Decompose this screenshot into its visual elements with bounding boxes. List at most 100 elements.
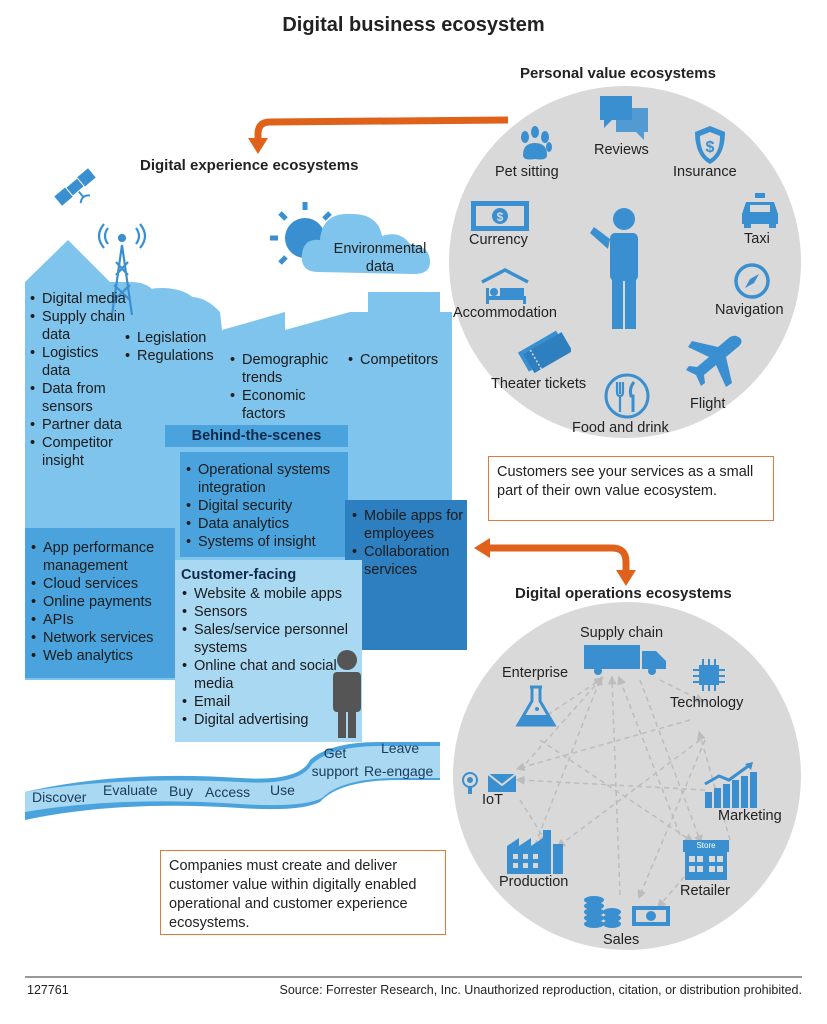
satellite: [54, 168, 96, 206]
list-item: Regulations: [125, 347, 225, 365]
list-item: Demographic trends: [230, 351, 340, 387]
list-item: Sales/service personnel systems: [182, 621, 362, 657]
competitors-list: Competitors: [348, 351, 458, 369]
factory-icon: [507, 830, 563, 874]
list-item: Logistics data: [30, 344, 126, 380]
operations-network-lines: [515, 675, 731, 909]
list-item: Digital security: [186, 497, 346, 515]
navigation-label: Navigation: [715, 302, 784, 318]
store-sign-text: Store: [696, 841, 716, 850]
journey-buy: Buy: [169, 783, 194, 799]
list-item: Network services: [31, 629, 176, 647]
behind-the-scenes-list: Operational systems integration Digital …: [186, 461, 346, 551]
coins-icon: [584, 896, 670, 928]
chip-icon: [693, 659, 725, 691]
external-data-list: Digital media Supply chain data Logistic…: [30, 290, 126, 470]
sales-label: Sales: [603, 932, 640, 948]
regulation-list: Legislation Regulations: [125, 329, 225, 365]
taxi-label: Taxi: [744, 231, 770, 247]
behind-the-scenes-heading: Behind-the-scenes: [191, 428, 322, 444]
iot-label: IoT: [482, 792, 503, 808]
environmental-data-label: Environmental data: [333, 241, 427, 275]
list-item: Online payments: [31, 593, 176, 611]
person-icon: [590, 208, 638, 329]
list-item: Supply chain data: [30, 308, 126, 344]
journey-get-support: Get support: [311, 745, 359, 779]
flight-label: Flight: [690, 396, 726, 412]
enterprise-label: Enterprise: [502, 665, 569, 681]
list-item: Data from sensors: [30, 380, 126, 416]
list-item: Competitors: [348, 351, 458, 369]
banknote-icon: $: [471, 201, 529, 231]
technology-label: Technology: [670, 695, 744, 711]
personal-heading: Personal value ecosystems: [520, 65, 716, 82]
page-title: Digital business ecosystem: [282, 14, 545, 36]
environmental-cloud: [270, 202, 430, 274]
store-icon: Store: [683, 840, 729, 880]
list-item: Competitor insight: [30, 434, 126, 470]
journey-leave: Leave: [381, 740, 420, 756]
taxi-icon: [742, 193, 778, 228]
paw-icon: [521, 126, 552, 160]
journey-re-engage: Re-engage: [364, 763, 434, 779]
compass-icon: [734, 263, 770, 299]
reviews-label: Reviews: [594, 142, 649, 158]
iot-icon: [462, 772, 517, 794]
list-item: App performance management: [31, 539, 176, 575]
bar-chart-icon: [704, 762, 757, 808]
customer-facing-list: Website & mobile apps Sensors Sales/serv…: [182, 585, 362, 729]
personal-to-experience-arrow: [254, 116, 509, 142]
customer-facing-heading: Customer-facing: [181, 567, 297, 583]
source-note: Source: Forrester Research, Inc. Unautho…: [279, 983, 803, 997]
retailer-label: Retailer: [680, 883, 730, 899]
supply-chain-label: Supply chain: [580, 625, 664, 641]
svg-text:$: $: [706, 139, 715, 156]
employee-services-list: Mobile apps for employees Collaboration …: [352, 507, 466, 579]
experience-heading: Digital experience ecosystems: [140, 157, 359, 174]
shield-dollar-icon: $: [695, 126, 725, 164]
list-item: Digital advertising: [182, 711, 362, 729]
list-item: Digital media: [30, 290, 126, 308]
insurance-label: Insurance: [673, 164, 737, 180]
food-drink-label: Food and drink: [572, 420, 669, 436]
list-item: Legislation: [125, 329, 225, 347]
list-item: Cloud services: [31, 575, 176, 593]
production-label: Production: [499, 874, 569, 890]
cutlery-icon: [604, 373, 650, 419]
experience-operations-arrow: [488, 544, 630, 572]
companies-note: Companies must create and deliver custom…: [160, 850, 446, 935]
list-item: Collaboration services: [352, 543, 466, 579]
economic-list: Demographic trends Economic factors: [230, 351, 340, 423]
flask-icon: [515, 685, 557, 727]
ticket-icon: [517, 330, 571, 374]
list-item: Operational systems integration: [186, 461, 346, 497]
list-item: Data analytics: [186, 515, 346, 533]
list-item: Web analytics: [31, 647, 176, 665]
infrastructure-list: App performance management Cloud service…: [31, 539, 176, 665]
list-item: Website & mobile apps: [182, 585, 362, 603]
airplane-icon: [686, 335, 742, 387]
chat-icon: [600, 96, 648, 140]
journey-access: Access: [205, 784, 251, 800]
pet-sitting-label: Pet sitting: [495, 164, 559, 180]
list-item: Sensors: [182, 603, 362, 621]
list-item: APIs: [31, 611, 176, 629]
list-item: Systems of insight: [186, 533, 346, 551]
list-item: Mobile apps for employees: [352, 507, 466, 543]
figure-id: 127761: [27, 983, 69, 997]
bed-icon: [481, 268, 529, 304]
currency-label: Currency: [469, 232, 528, 248]
svg-text:$: $: [497, 210, 504, 224]
list-item: Email: [182, 693, 362, 711]
customers-note: Customers see your services as a small p…: [488, 456, 774, 521]
operations-heading: Digital operations ecosystems: [515, 585, 732, 602]
journey-discover: Discover: [32, 789, 87, 805]
behind-heading-bar: [165, 425, 348, 447]
journey-use: Use: [270, 782, 295, 798]
accommodation-label: Accommodation: [453, 305, 557, 321]
list-item: Online chat and social media: [182, 657, 362, 693]
marketing-label: Marketing: [718, 808, 782, 824]
list-item: Economic factors: [230, 387, 340, 423]
list-item: Partner data: [30, 416, 126, 434]
journey-evaluate: Evaluate: [103, 782, 158, 798]
